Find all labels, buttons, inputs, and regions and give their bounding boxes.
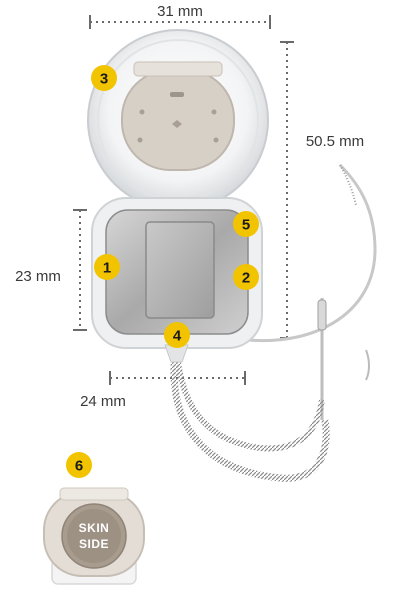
magnet-label-line2: SIDE (79, 537, 109, 551)
dimension-height-left-label: 23 mm (15, 268, 61, 285)
svg-text:6: 6 (75, 458, 83, 475)
svg-text:5: 5 (242, 217, 250, 234)
dimension-width-bottom: 24 mm (80, 371, 246, 410)
ground-electrode (317, 298, 327, 420)
callout-4: 4 (164, 322, 190, 348)
magnet-skin-side: SKIN SIDE (43, 487, 145, 585)
svg-text:2: 2 (242, 270, 250, 287)
callout-2: 2 (233, 264, 259, 290)
dimension-width-top-label: 31 mm (157, 3, 203, 20)
dimension-height-right-label: 50.5 mm (306, 133, 364, 150)
callout-6: 6 (66, 452, 92, 478)
svg-text:4: 4 (173, 328, 182, 345)
magnet-label-line1: SKIN (79, 521, 110, 535)
dimension-width-bottom-label: 24 mm (80, 393, 126, 410)
dimension-height-left: 23 mm (15, 209, 87, 331)
magnet-housing (121, 69, 235, 171)
coiled-lead-inner (173, 344, 325, 452)
callout-3: 3 (91, 65, 117, 91)
dimension-width-top: 31 mm (89, 3, 271, 29)
callout-5: 5 (233, 211, 259, 237)
svg-text:1: 1 (103, 260, 111, 277)
callout-1: 1 (94, 254, 120, 280)
svg-text:3: 3 (100, 71, 108, 88)
coiled-lead-outer (170, 344, 330, 482)
implant-coil (87, 29, 269, 211)
electrode-lead (217, 163, 377, 343)
stimulator-housing (91, 197, 263, 349)
